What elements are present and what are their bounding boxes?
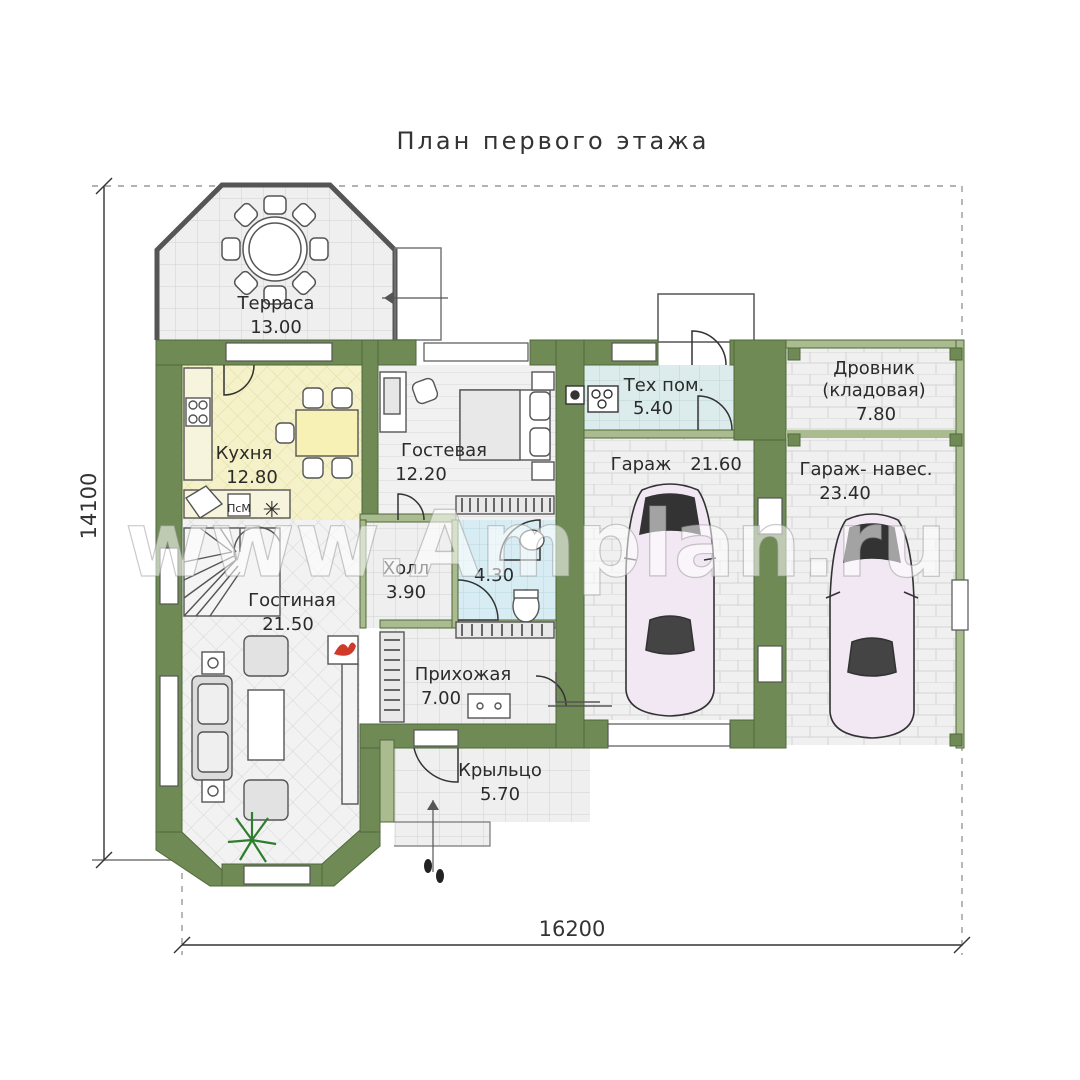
entrance-wardrobe-icon xyxy=(379,631,405,723)
living-furniture xyxy=(183,526,359,821)
doors xyxy=(223,330,733,783)
kitchen-furniture xyxy=(183,367,359,519)
woodshed-posts xyxy=(787,347,963,747)
guest-name: Гостевая xyxy=(401,440,487,461)
bathroom-area: 4.30 xyxy=(474,565,514,586)
hall-area: 3.90 xyxy=(386,582,426,603)
staircase-icon xyxy=(183,526,281,617)
entrance-name: Прихожая xyxy=(415,664,511,685)
nightstand-icon xyxy=(531,371,555,391)
footprints-icon xyxy=(424,859,444,883)
tech-area: 5.40 xyxy=(633,398,673,419)
dining-table-icon xyxy=(295,409,359,457)
garage-name: Гараж xyxy=(611,454,672,475)
entrance-area: 7.00 xyxy=(421,688,461,709)
watermark: www.Amplan.ru xyxy=(125,491,947,598)
entrance-wardrobe-hangers xyxy=(384,639,400,711)
living-name: Гостиная xyxy=(248,590,336,611)
wardrobe-hangers xyxy=(461,498,551,512)
fridge-icon: ✳ xyxy=(263,498,281,523)
tv-unit-icon xyxy=(341,663,359,805)
car-carport-icon xyxy=(825,513,919,739)
shoe-rack xyxy=(461,624,543,636)
guest-furniture xyxy=(379,371,555,515)
kitchen-name: Кухня xyxy=(216,443,273,464)
boiler-icon xyxy=(587,385,619,413)
bench-icon xyxy=(467,693,511,719)
coffee-table-icon xyxy=(247,689,285,761)
height-dimension-label: 14100 xyxy=(77,473,101,540)
entrance-furniture xyxy=(379,631,612,723)
terrace-name: Терраса xyxy=(237,293,315,314)
room-labels: Кухня 12.80 Гостевая 12.20 Тех пом. 5.40… xyxy=(216,358,933,805)
porch-name: Крыльцо xyxy=(458,760,542,781)
tech-room-equipment xyxy=(565,385,619,413)
plant-icon xyxy=(227,812,277,863)
living-area: 21.50 xyxy=(262,614,314,635)
sink-icon xyxy=(519,529,545,551)
terrace: Терраса 13.00 xyxy=(154,182,448,341)
tech-name: Тех пом. xyxy=(623,375,705,396)
carport-area: 23.40 xyxy=(819,483,871,504)
wardrobe-icon xyxy=(455,495,555,515)
terrace-table-icon xyxy=(221,195,329,305)
woodshed-sub: (кладовая) xyxy=(822,380,925,401)
car-garage-icon xyxy=(623,483,717,717)
plan-title: План первого этажа xyxy=(396,127,709,155)
terrace-area: 13.00 xyxy=(250,317,302,338)
woodshed-area: 7.80 xyxy=(856,404,896,425)
fireplace-flame-icon xyxy=(334,642,356,656)
porch xyxy=(394,800,491,883)
dishwasher-icon xyxy=(227,493,251,517)
office-chair-icon xyxy=(411,377,439,405)
fireplace-icon xyxy=(327,635,359,665)
kitchen-area: 12.80 xyxy=(226,467,278,488)
dishwasher-label: ПсМ xyxy=(227,502,251,515)
armchair-icon xyxy=(243,635,289,677)
guest-area: 12.20 xyxy=(395,464,447,485)
woodshed-name: Дровник xyxy=(833,358,915,379)
carport-name: Гараж- навес. xyxy=(800,459,933,480)
windows xyxy=(159,342,969,885)
bathroom-fixtures xyxy=(455,529,555,639)
dimension-width xyxy=(173,186,971,955)
garage-area: 21.60 xyxy=(690,454,742,475)
hall-name: Холл xyxy=(383,558,429,579)
width-dimension-label: 16200 xyxy=(539,917,606,941)
porch-area: 5.70 xyxy=(480,784,520,805)
